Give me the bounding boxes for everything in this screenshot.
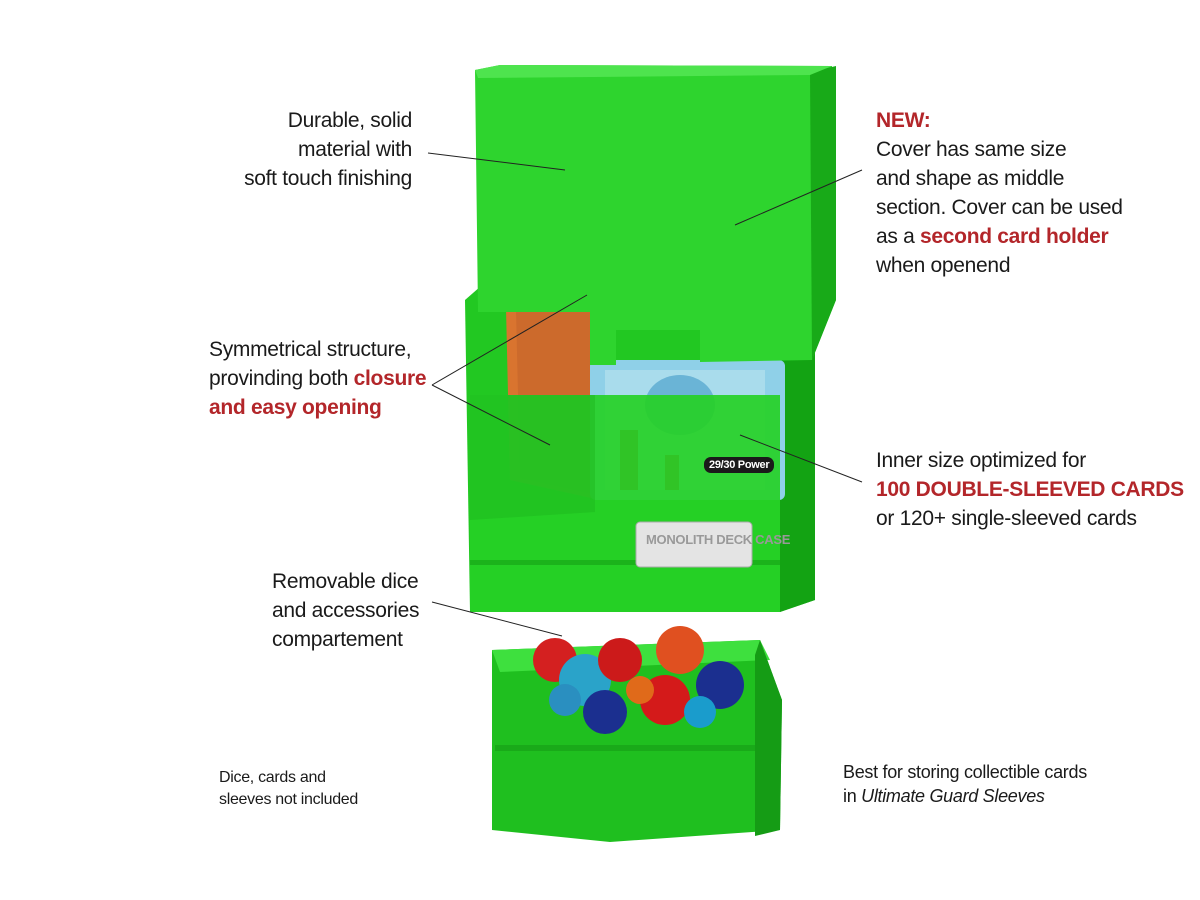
disclaimer: Dice, cards and sleeves not included [219, 767, 358, 811]
dice [533, 626, 744, 734]
annotation-text: as a [876, 225, 921, 248]
annotation-line: Best for storing collectible cards [843, 762, 1087, 782]
annotation-line: compartement [272, 628, 403, 651]
annotation-text: in [843, 786, 862, 806]
annotation-line: when openend [876, 254, 1011, 277]
annotation-text: provinding both [209, 367, 354, 390]
annotation-line: Cover has same size [876, 138, 1067, 161]
annotation-line: Durable, solid [287, 109, 413, 132]
new-label: NEW: [876, 109, 931, 132]
annotation-cover: NEW: Cover has same size and shape as mi… [876, 106, 1123, 280]
annotation-line: soft touch finishing [244, 167, 412, 190]
annotation-line: Dice, cards and [219, 769, 326, 786]
annotation-material: Durable, solid material with soft touch … [244, 106, 412, 193]
annotation-line: Symmetrical structure, [209, 338, 412, 361]
annotation-structure: Symmetrical structure, provinding both c… [209, 335, 427, 422]
annotation-line: and accessories [272, 599, 420, 622]
highlight-text: second card holder [920, 225, 1109, 248]
highlight-text: closure [353, 367, 427, 390]
highlight-text: and easy opening [209, 396, 382, 419]
annotation-line: sleeves not included [219, 791, 358, 808]
best-for-note: Best for storing collectible cards in Ul… [843, 760, 1087, 808]
card-power-label: 29/30 Power [704, 457, 775, 473]
brand-logo-plate: MONOLITH DECK CASE [646, 532, 791, 547]
annotation-line: material with [298, 138, 412, 161]
middle-section [465, 240, 815, 612]
annotation-dice-compartment: Removable dice and accessories compartem… [272, 567, 420, 654]
sleeves-brand-text: Ultimate Guard Sleeves [861, 786, 1045, 806]
lid [475, 65, 836, 365]
annotation-inner-size: Inner size optimized for 100 DOUBLE-SLEE… [876, 446, 1184, 533]
annotation-line: Inner size optimized for [876, 449, 1086, 472]
annotation-line: or 120+ single-sleeved cards [876, 507, 1137, 530]
annotation-line: Removable dice [272, 570, 419, 593]
leader-lines [427, 152, 863, 637]
highlight-text: 100 DOUBLE-SLEEVED CARDS [876, 478, 1184, 501]
annotation-line: section. Cover can be used [876, 196, 1123, 219]
annotation-line: and shape as middle [876, 167, 1065, 190]
